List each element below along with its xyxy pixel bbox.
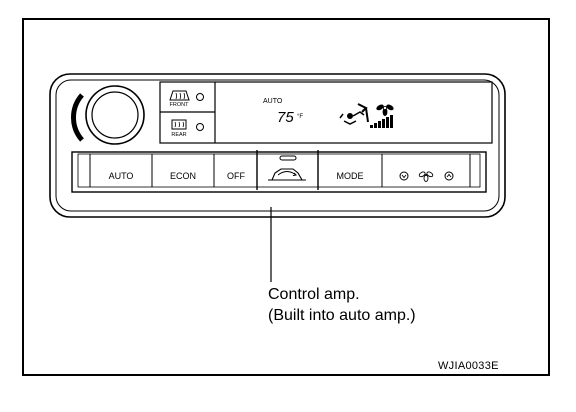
dial-knob [91,91,139,139]
fan-icon [376,104,394,116]
rear-defrost-icon [171,119,187,130]
button-strip [71,151,487,193]
dial-arc-indicator [71,93,84,142]
fan-speed-control[interactable] [399,171,454,182]
off-button-label: OFF [227,171,245,181]
fan-speed-bars [370,115,393,128]
mode-button-label: MODE [337,171,364,181]
mode-button[interactable]: MODE [337,171,364,181]
airflow-vent-icon [339,103,369,125]
display-temperature-unit: °F [297,114,303,120]
front-defrost-indicator [196,93,204,101]
off-button[interactable]: OFF [227,171,245,181]
front-defrost-button[interactable]: FRONT [169,90,204,108]
panel-bezel-inner [55,79,500,212]
fan-decrease-icon[interactable] [399,171,409,181]
temperature-dial[interactable] [71,85,145,145]
display-mode-text: AUTO [263,98,283,105]
auto-button[interactable]: AUTO [109,171,134,181]
button-strip-inner [77,153,481,188]
econ-button[interactable]: ECON [170,171,196,181]
recirculation-car-icon [268,168,306,181]
rear-defrost-button[interactable]: REAR [171,119,204,138]
rear-defrost-label: REAR [171,132,186,138]
figure-id-label: WJIA0033E [438,360,499,372]
front-defrost-label: FRONT [170,102,190,108]
econ-button-label: ECON [170,171,196,181]
fan-control-icon [418,171,434,182]
callout-label-line1: Control amp. [268,286,360,303]
display-temperature: 75 [277,109,294,126]
callout-label-line2: (Built into auto amp.) [268,307,416,324]
recirculation-button[interactable] [268,155,306,181]
auto-button-label: AUTO [109,171,134,181]
fan-increase-icon[interactable] [444,171,454,181]
recirculation-indicator [279,155,297,161]
rear-defrost-indicator [196,123,204,131]
front-defrost-icon [169,90,190,101]
